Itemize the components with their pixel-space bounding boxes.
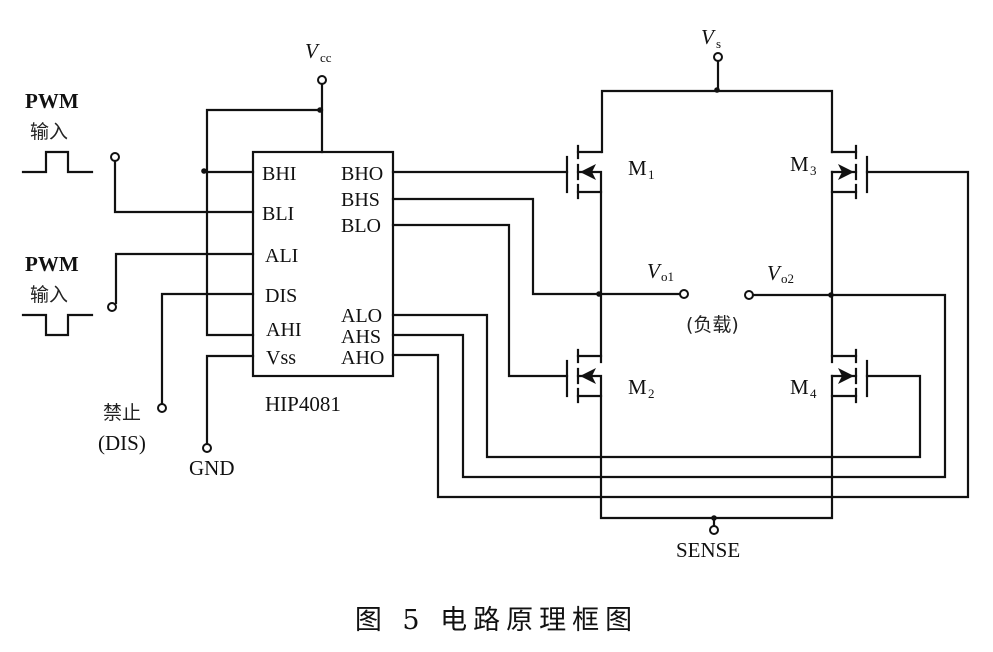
m1-subscript: 1 [648, 167, 655, 182]
m2-arrow-icon [580, 368, 596, 384]
vs-subscript: s [716, 36, 721, 51]
pin-ahs: AHS [341, 326, 381, 348]
vcc-terminal [317, 75, 327, 85]
ahs-wire [391, 293, 947, 479]
junction-dot [828, 292, 834, 298]
vcc-subscript: cc [320, 50, 332, 65]
m3-arrow-icon [838, 164, 854, 180]
chip-name: HIP4081 [265, 392, 341, 416]
pwm1-subtitle: 输入 [30, 121, 68, 143]
bhs-wire [391, 197, 682, 296]
load-label: (负载) [686, 314, 739, 336]
pin-alo: ALO [341, 305, 382, 327]
vcc-supply: V cc [201, 39, 332, 337]
junction-dot [201, 168, 207, 174]
m1-label: M [628, 156, 647, 180]
pin-bho: BHO [341, 163, 383, 185]
pwm2-title: PWM [25, 252, 79, 276]
pwm2-terminal [107, 302, 117, 312]
vss-wire [205, 354, 255, 446]
mosfet-m2: M 2 [391, 223, 832, 520]
pin-bhi: BHI [262, 163, 296, 185]
hip4081-chip: BHI BLI ALI DIS AHI Vss BHO BHS BLO ALO … [251, 150, 395, 416]
pin-dis: DIS [265, 285, 297, 307]
pin-ahi: AHI [266, 319, 302, 341]
disable-label-cn: 禁止 [103, 402, 141, 424]
pwm1-title: PWM [25, 89, 79, 113]
dis-wire [160, 292, 255, 406]
dis-terminal [157, 403, 167, 413]
vo1-label: V [647, 259, 662, 283]
mosfet-m1: M 1 [391, 144, 655, 364]
junction-dot [596, 291, 602, 297]
mosfet-m3: M 3 [391, 144, 970, 499]
junction-dot [317, 107, 323, 113]
pwm-pulse-negative-icon [21, 313, 94, 337]
pin-bli: BLI [262, 203, 294, 225]
vo1-subscript: o1 [661, 269, 674, 284]
pwm-input-1: PWM 输入 [21, 89, 255, 214]
mosfet-m4: M 4 [391, 313, 922, 520]
vs-supply: V s [600, 25, 834, 154]
pin-ali: ALI [265, 245, 298, 267]
disable-label-en: (DIS) [98, 431, 146, 455]
disable-input: 禁止 (DIS) [98, 292, 255, 455]
pin-blo: BLO [341, 215, 381, 237]
m2-label: M [628, 375, 647, 399]
pin-aho: AHO [341, 347, 384, 369]
pwm2-subtitle: 输入 [30, 284, 68, 306]
m2-subscript: 2 [648, 386, 655, 401]
pwm1-terminal [110, 152, 120, 162]
alo-wire [391, 313, 922, 459]
vo2-subscript: o2 [781, 271, 794, 286]
junction-dot [714, 87, 720, 93]
m1-arrow-icon [580, 164, 596, 180]
sense-bus-left [599, 394, 832, 520]
gnd: GND [189, 354, 255, 480]
vs-terminal [713, 52, 723, 62]
gnd-terminal [202, 443, 212, 453]
pin-bhs: BHS [341, 189, 380, 211]
m3-subscript: 3 [810, 163, 817, 178]
ali-wire [114, 252, 255, 305]
sense-label: SENSE [676, 538, 740, 562]
bli-wire [113, 159, 255, 214]
m4-subscript: 4 [810, 386, 817, 401]
m4-arrow-icon [838, 368, 854, 384]
vcc-bus-wire [205, 108, 324, 337]
vo2-terminal [744, 290, 754, 300]
figure-caption: 图 5 电路原理框图 [354, 605, 639, 636]
vs-label: V [701, 25, 716, 49]
top-rail-wire [600, 89, 834, 154]
gnd-label: GND [189, 456, 235, 480]
pwm-pulse-positive-icon [21, 150, 94, 174]
vcc-label: V [305, 39, 320, 63]
pwm-input-2: PWM 输入 [21, 252, 255, 337]
vo1-terminal [679, 289, 689, 299]
blo-wire [391, 223, 569, 378]
vo2-label: V [767, 261, 782, 285]
m3-label: M [790, 152, 809, 176]
aho-wire [391, 170, 970, 499]
sense: SENSE [676, 515, 740, 562]
sense-terminal [709, 525, 719, 535]
m4-label: M [790, 375, 809, 399]
pin-vss: Vss [266, 347, 296, 369]
output-nodes: V o1 V o2 (负载) [391, 197, 947, 479]
